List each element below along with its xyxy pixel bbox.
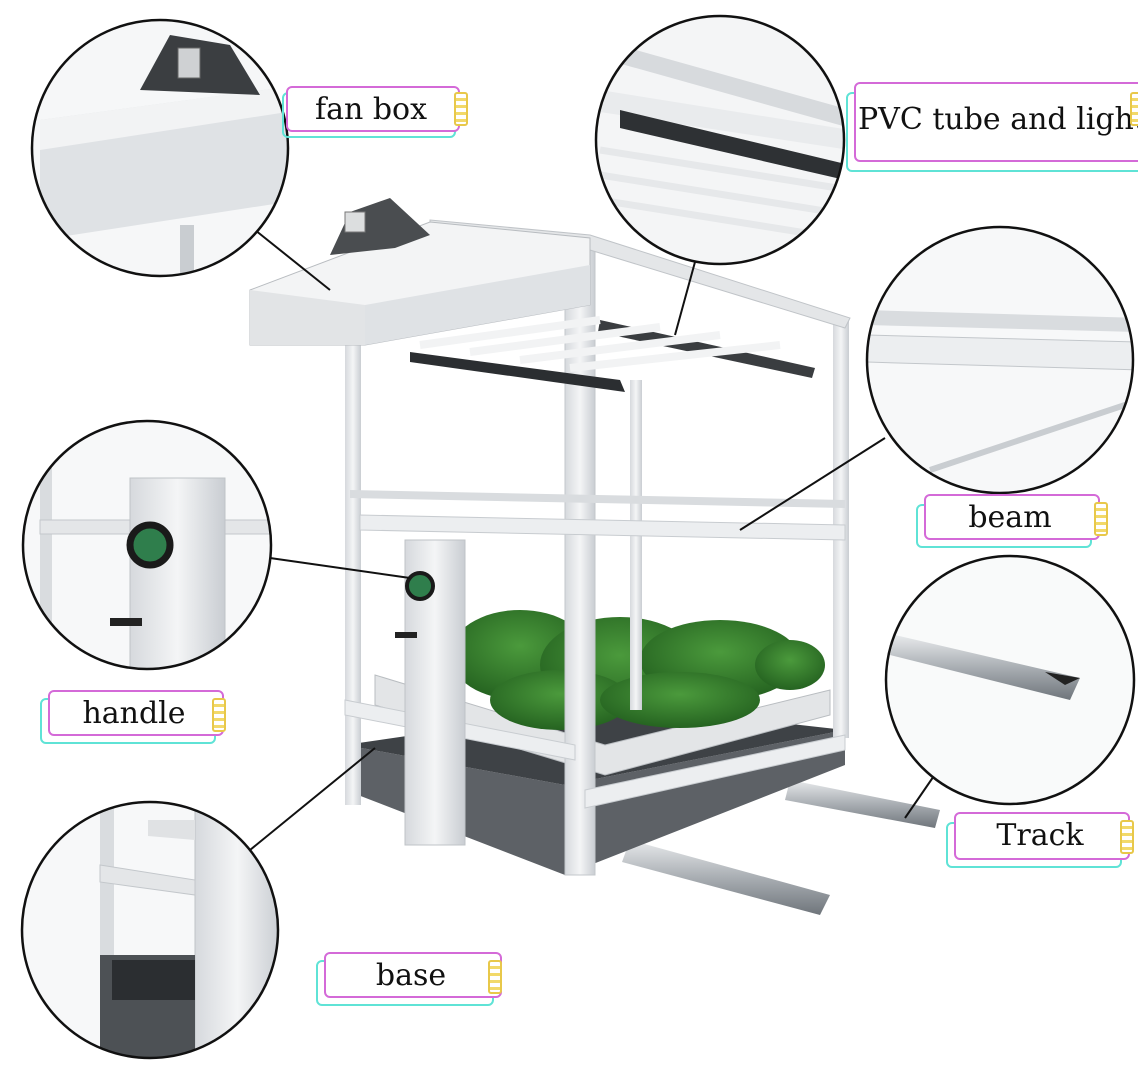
base-label: base — [316, 952, 508, 1008]
fan-box-text: fan box — [314, 92, 428, 127]
handle-label: handle — [40, 690, 236, 746]
beam-detail-circle — [865, 225, 1135, 495]
beam-label: beam — [916, 494, 1112, 550]
front-post — [564, 239, 596, 876]
base-detail-circle — [20, 800, 280, 1060]
fan-box-label: fan box — [278, 86, 470, 138]
label-tag-icon — [454, 92, 468, 126]
rack-illustration — [249, 198, 940, 915]
callout-leaders — [249, 229, 939, 851]
beam-text: beam — [968, 500, 1052, 535]
handle-text: handle — [82, 696, 186, 731]
track-text: Track — [996, 818, 1084, 853]
fan-box-detail-circle — [30, 18, 290, 278]
label-tag-icon — [1130, 92, 1138, 126]
handle-detail-circle — [21, 419, 273, 671]
front-track — [622, 840, 830, 915]
label-tag-icon — [212, 698, 226, 732]
handle-wheel — [405, 571, 435, 601]
pvc-tube-label: PVC tube and light — [846, 82, 1138, 174]
track-label: Track — [946, 812, 1138, 870]
base-text: base — [375, 958, 447, 993]
label-tag-icon — [488, 960, 502, 994]
label-tag-icon — [1120, 820, 1134, 854]
track-detail-circle — [884, 554, 1136, 806]
pvc-tube-detail-circle — [594, 14, 846, 266]
mid-beam — [350, 490, 845, 508]
rear-track — [785, 780, 940, 828]
pvc-tube-text: PVC tube and light — [858, 102, 1138, 137]
led-light-bars — [410, 316, 815, 392]
label-tag-icon — [1094, 502, 1108, 536]
front-left-post — [345, 340, 361, 805]
